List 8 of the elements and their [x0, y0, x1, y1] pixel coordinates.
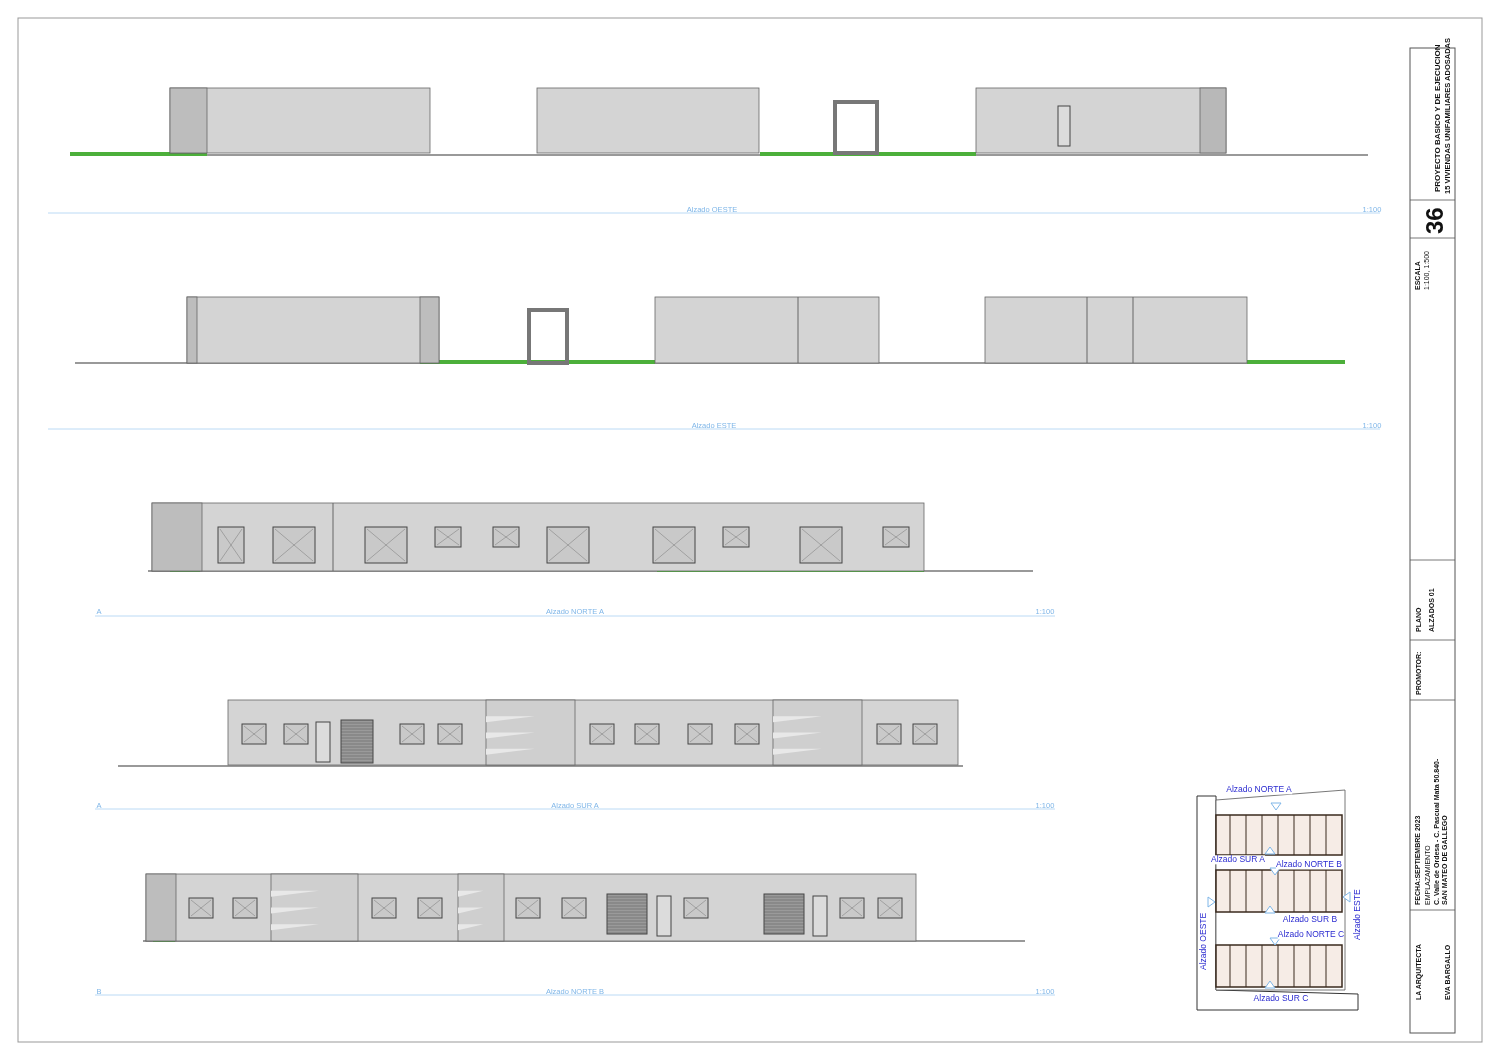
plan-view-label: Alzado OESTE — [1199, 912, 1209, 970]
plan-view-label: Alzado SUR B — [1282, 915, 1338, 925]
plan-view-label: Alzado SUR A — [1211, 855, 1265, 865]
sheet-number: 36 — [1422, 207, 1449, 234]
plan-view-label: Alzado SUR C — [1253, 994, 1309, 1004]
plan-view-label: Alzado ESTE — [1353, 889, 1363, 940]
plan-view-label: Alzado NORTE C — [1277, 930, 1345, 940]
project-title: PROYECTO BASICO Y DE EJECUCION — [1434, 44, 1443, 192]
